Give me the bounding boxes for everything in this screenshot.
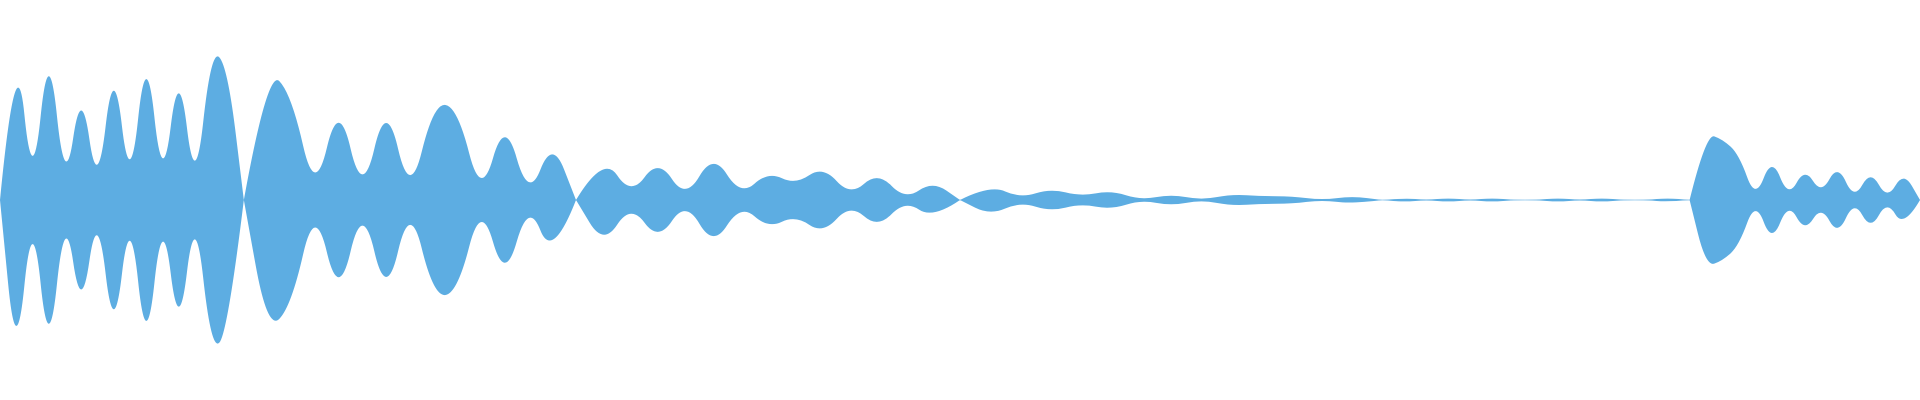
wave-segment-6 [1689,136,1920,264]
wave-segment-4 [960,189,1383,212]
wave-segment-1 [0,56,244,344]
wave-segment-3 [576,163,960,237]
wave-segment-2 [243,80,576,321]
waveform-trace [0,56,1920,344]
wave-segment-5 [1382,198,1690,202]
